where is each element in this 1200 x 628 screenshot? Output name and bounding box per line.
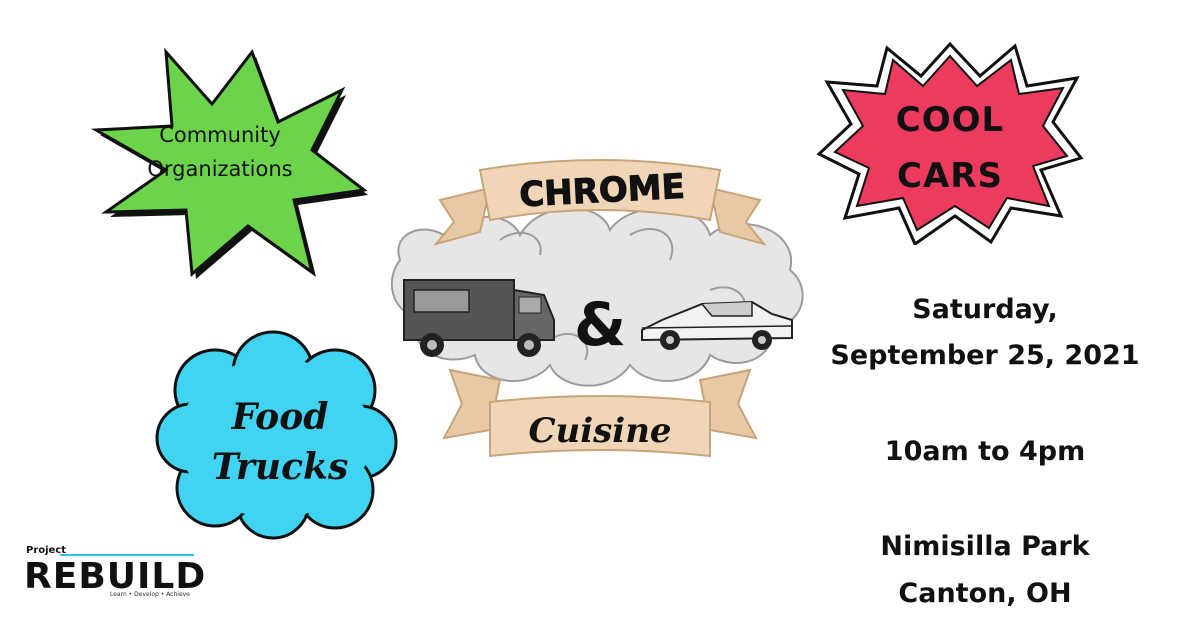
logo-tagline: Learn • Develop • Achieve [110,591,190,598]
cool-line: COOL [895,100,1005,140]
food-line: Food [231,396,329,438]
food-trucks-label: Food Trucks [200,392,360,492]
event-venue-city: Canton, OH [898,578,1072,609]
cars-line: CARS [897,156,1003,196]
event-venue-name: Nimisilla Park [880,531,1090,562]
community-line1: Community [159,123,281,147]
cuisine-title: Cuisine [528,411,671,451]
burst-inner-shape [833,54,1069,232]
logo-name: REBUILD [24,556,207,597]
classic-car-icon [641,300,793,350]
event-date-line2: September 25, 2021 [830,340,1140,371]
trucks-line: Trucks [211,446,349,488]
ampersand: & [574,290,626,360]
community-line2: Organizations [147,157,293,181]
community-organizations-burst [80,40,370,280]
community-organizations-label: Community Organizations [130,118,310,186]
logo-prefix: Project [26,545,67,556]
event-time: 10am to 4pm [884,436,1086,467]
top-banner [433,159,767,246]
cool-cars-burst [815,40,1085,245]
event-date-line1: Saturday, [912,294,1058,325]
logo-accent-line [60,554,194,556]
chrome-cuisine-logo: CHROME & Cuisine [380,140,820,470]
chrome-title: CHROME [518,167,685,216]
bottom-banner [442,368,758,458]
cool-cars-label: COOL CARS [860,92,1040,204]
food-truck-icon [403,279,555,357]
burst-shape [90,47,368,278]
food-trucks-cloud [155,330,400,540]
